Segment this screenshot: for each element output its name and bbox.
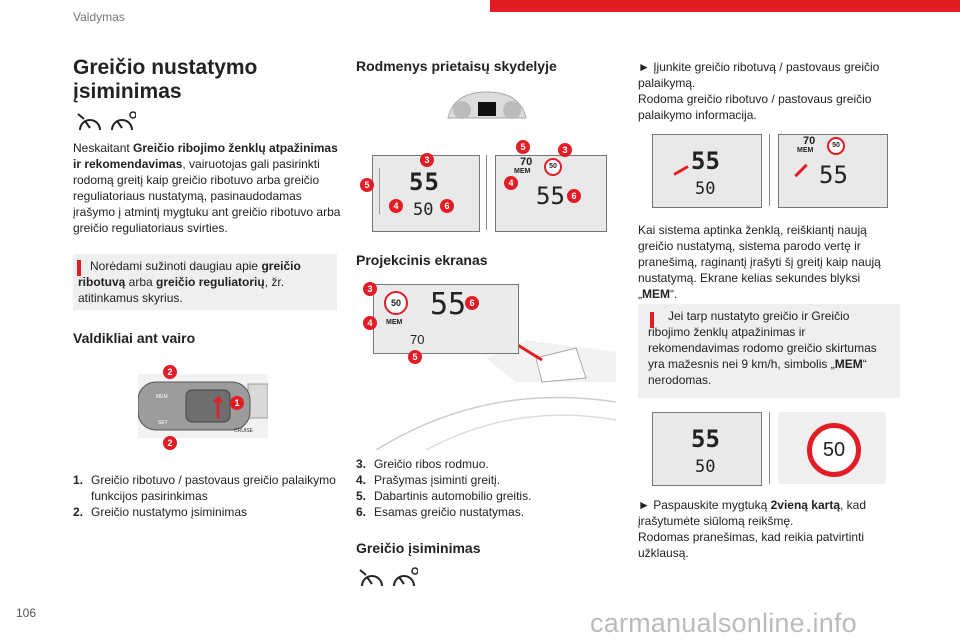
speed-limit-sign: 50 xyxy=(807,423,861,477)
svg-text:CRUISE: CRUISE xyxy=(234,428,254,434)
page-title: Greičio nustatymo įsiminimas xyxy=(73,56,258,103)
badge-4: 4 xyxy=(389,199,403,213)
list-item: 2.Greičio nustatymo įsiminimas xyxy=(73,505,248,519)
badge-6: 6 xyxy=(465,296,479,310)
badge-5: 5 xyxy=(516,140,530,154)
step2: ► Paspauskite mygtuką 2vieną kartą, kad … xyxy=(638,498,867,560)
legend-list: 3.Greičio ribos rodmuo. 4.Prašymas įsimi… xyxy=(356,456,616,520)
list-item: 1.Greičio ribotuvo / pastovaus greičio p… xyxy=(73,473,336,503)
page-number: 106 xyxy=(16,606,37,620)
svg-text:SET: SET xyxy=(158,420,168,426)
stalk-badge-2-top: 2 xyxy=(163,365,177,379)
steering-stalk-illustration: MEM SET CRUISE 2 1 2 xyxy=(137,362,269,454)
badge-3: 3 xyxy=(363,282,377,296)
controls-list: 1.Greičio ribotuvo / pastovaus greičio p… xyxy=(73,472,345,520)
step1-display-right: 70 MEM 50 55 xyxy=(778,134,888,208)
step1-display-left: 55 50 xyxy=(652,134,762,208)
list-item: 5.Dabartinis automobilio greitis. xyxy=(356,489,532,503)
stalk-badge-2-bottom: 2 xyxy=(163,436,177,450)
info-note: Norėdami sužinoti daugiau apie greičio r… xyxy=(73,254,337,310)
memory-heading: Greičio įsiminimas xyxy=(356,540,481,556)
speed-icons xyxy=(358,566,419,597)
dash-heading: Rodmenys prietaisų skydelyje xyxy=(356,58,557,74)
speed-icons xyxy=(76,110,137,141)
info-icon xyxy=(650,312,654,328)
list-item: 4.Prašymas įsiminti greitį. xyxy=(356,473,501,487)
stalk-badge-1: 1 xyxy=(230,396,244,410)
badge-3: 3 xyxy=(558,143,572,157)
list-item: 6.Esamas greičio nustatymas. xyxy=(356,505,525,519)
header-accent-bar xyxy=(490,0,960,12)
hud-illustration: 50 55 MEM 70 3 6 4 5 xyxy=(363,282,616,450)
detection-paragraph: Kai sistema aptinka ženklą, reiškiantį n… xyxy=(638,223,881,301)
hud-heading: Projekcinis ekranas xyxy=(356,252,488,268)
hud-display: 50 55 MEM 70 xyxy=(373,284,519,354)
step2-display: 55 50 xyxy=(652,412,762,486)
badge-6: 6 xyxy=(567,189,581,203)
list-item: 3.Greičio ribos rodmuo. xyxy=(356,457,489,471)
badge-4: 4 xyxy=(363,316,377,330)
badge-3: 3 xyxy=(420,153,434,167)
instrument-cluster-icon xyxy=(444,88,530,124)
controls-heading: Valdikliai ant vairo xyxy=(73,330,196,346)
badge-5: 5 xyxy=(360,178,374,192)
info-icon xyxy=(77,260,81,276)
dash-display-right: 70 MEM 50 55 xyxy=(495,155,607,232)
watermark: carmanualsonline.info xyxy=(590,608,857,638)
speedometer-icon xyxy=(77,111,137,131)
badge-5: 5 xyxy=(408,350,422,364)
badge-6: 6 xyxy=(440,199,454,213)
dash-display-left: 55 50 xyxy=(372,155,480,232)
svg-text:MEM: MEM xyxy=(156,394,168,400)
speedometer-icon xyxy=(359,567,419,587)
speed-sign-panel: 50 xyxy=(778,412,886,484)
section-title: Valdymas xyxy=(73,10,125,24)
badge-4: 4 xyxy=(504,176,518,190)
intro-paragraph: Neskaitant Greičio ribojimo ženklų atpaž… xyxy=(73,141,341,235)
info-note: Jei tarp nustatyto greičio ir Greičio ri… xyxy=(638,304,900,398)
step1: ► Įjunkite greičio ribotuvą / pastovaus … xyxy=(638,60,880,122)
